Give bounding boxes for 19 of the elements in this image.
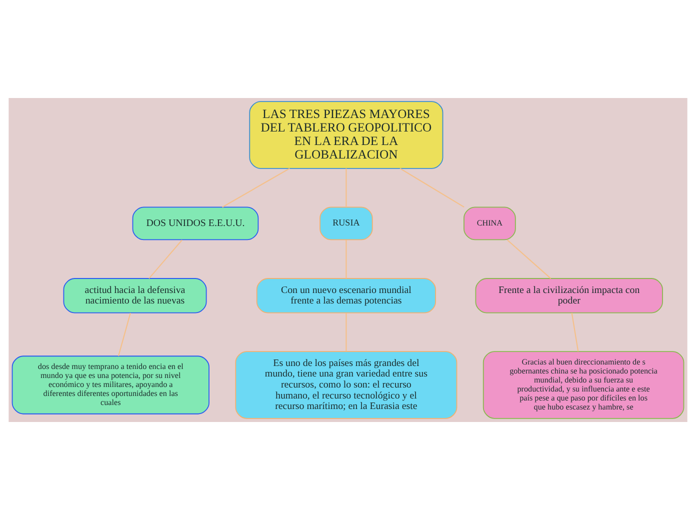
node-box: Gracias al buen direccionamiento de s gobernantes china se ha posicionado potencia mundial, debido a su fuerza su productividad, y su influencia ante e este país pese a que paso por difíciles en los que hubo escasez y hambre, se [482,351,684,419]
node-box: Frente a la civilización impacta con poder [475,278,663,314]
node-box: Con un nuevo escenario mundial frente a las demas potencias [256,278,436,314]
connector [506,240,552,279]
connector [148,240,182,279]
node-box: CHINA [464,206,516,240]
connector [571,312,579,352]
connector [346,313,347,352]
node-box: Es uno de los países más grandes del mundo, tiene una gran variedad entre sus recursos, como lo son: el recurso humano, el recurso tecnológico y el recurso marítimo; en la Eurasia este [235,351,458,419]
node-box: DOS UNIDOS E.E.U.U. [132,206,259,240]
node-box: RUSIA [320,206,373,240]
connector [346,168,347,208]
connector [400,168,464,208]
connector [118,312,131,356]
node-box: dos desde muy temprano a tenido encia en el mundo ya que es una potencia, por su nivel económico y tes militares, apoyando a diferentes diferentes oportunidades en las cuales [12,356,210,414]
node-box: LAS TRES PIEZAS MAYORES DEL TABLERO GEOPOLITICO EN LA ERA DE LA GLOBALIZACION [249,101,444,169]
connector [346,240,347,278]
node-box: actitud hacia la defensiva nacimiento de las nuevas [63,278,207,314]
connector [222,168,290,208]
